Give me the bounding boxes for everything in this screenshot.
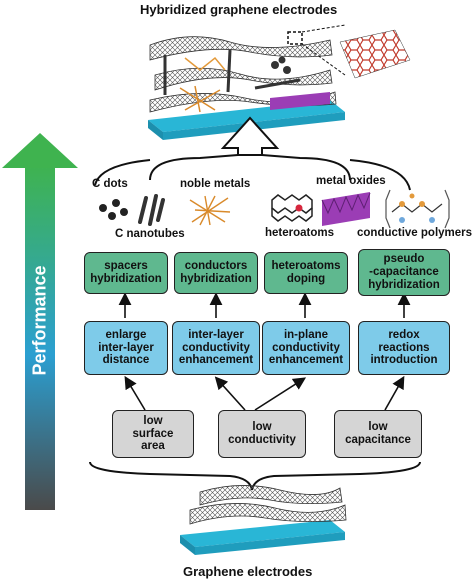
c-nanotubes-icon (138, 194, 165, 226)
mechanism-box-interlayer-distance: enlarge inter-layer distance (84, 321, 168, 375)
label-heteroatoms: heteroatoms (265, 227, 335, 239)
graphene-electrode-illustration (180, 485, 347, 555)
strategy-box-spacers: spacers hybridization (84, 252, 168, 294)
problem-box-surface-area: low surface area (112, 410, 194, 458)
heteroatoms-icon (271, 194, 313, 222)
problem-box-capacitance: low capacitance (334, 410, 422, 458)
mechanism-box-interlayer-conductivity: inter-layer conductivity enhancement (172, 321, 260, 375)
strategy-box-pseudocapacitance: pseudo -capacitance hybridization (358, 249, 450, 296)
title-bottom: Graphene electrodes (183, 564, 313, 579)
mechanism-box-redox: redox reactions introduction (358, 321, 450, 375)
performance-label: Performance (29, 265, 50, 376)
strategy-box-heteroatoms: heteroatoms doping (264, 252, 348, 294)
metal-oxides-icon (321, 192, 371, 226)
label-c-dots: C dots (92, 178, 128, 190)
title-top: Hybridized graphene electrodes (140, 2, 338, 17)
hybridized-electrode-illustration (148, 24, 411, 140)
strategy-box-conductors: conductors hybridization (174, 252, 258, 294)
noble-metals-icon (189, 195, 231, 226)
label-conductive-polymers: conductive polymers (357, 227, 473, 239)
mechanism-box-inplane-conductivity: in-plane conductivity enhancement (262, 321, 350, 375)
label-noble-metals: noble metals (180, 178, 251, 190)
label-c-nanotubes: C nanotubes (115, 228, 185, 240)
connector-arrows (118, 292, 411, 411)
problem-box-conductivity: low conductivity (218, 410, 306, 458)
label-metal-oxides: metal oxides (316, 175, 386, 187)
performance-arrow (2, 133, 78, 510)
conductive-polymers-icon (385, 189, 450, 229)
c-dots-icon (99, 199, 128, 220)
convergence-arrow (94, 116, 411, 191)
